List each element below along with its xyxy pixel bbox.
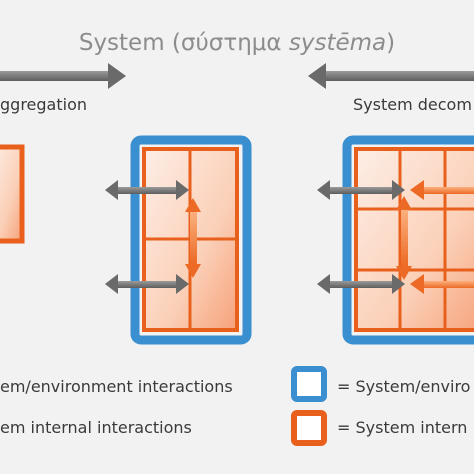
right-internal-arrow-bottom — [410, 274, 474, 294]
title-suffix: ) — [386, 30, 396, 56]
right-env-arrow-bottom — [317, 274, 405, 294]
legend-system-env-right: = System/enviro — [337, 377, 471, 396]
decomposition-arrow — [308, 63, 474, 89]
middle-internal-arrow — [185, 198, 201, 278]
right-internal-arrow-top — [410, 180, 474, 200]
legend-system-internal-right: = System intern — [337, 418, 468, 437]
aggregation-arrow — [0, 63, 126, 89]
legend-internal-interactions-left: em internal interactions — [0, 418, 192, 437]
diagram-title: System (σύστημα systēma) — [0, 30, 474, 56]
legend-swatch-system — [291, 366, 327, 402]
decomposition-label: System decom — [353, 95, 472, 114]
legend-swatch-element — [291, 410, 327, 446]
title-translit: systēma — [288, 30, 387, 56]
title-greek: σύστημα — [180, 30, 282, 56]
system-box-right — [342, 135, 474, 345]
title-prefix: System ( — [78, 30, 181, 56]
element-box-partial — [0, 144, 25, 244]
legend-env-interactions-left: em/environment interactions — [0, 377, 233, 396]
right-env-arrow-top — [317, 180, 405, 200]
middle-env-arrow-bottom — [105, 274, 189, 294]
system-box-middle — [130, 135, 252, 345]
right-internal-arrow-vertical — [396, 196, 412, 280]
aggregation-label: ggregation — [0, 95, 87, 114]
middle-env-arrow-top — [105, 180, 189, 200]
